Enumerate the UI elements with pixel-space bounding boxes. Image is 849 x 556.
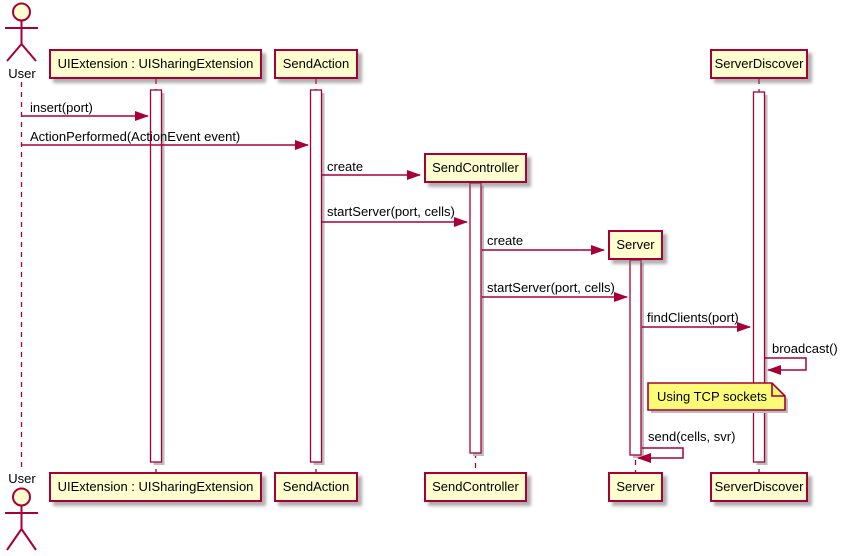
participant-box-serverdiscover-bottom: ServerDiscover	[710, 472, 808, 502]
participant-box-server-created: Server	[608, 230, 663, 260]
participant-box-uiextension-top: UIExtension : UISharingExtension	[49, 49, 262, 79]
participant-box-sendcontroller-created: SendController	[424, 153, 527, 183]
note-text: Using TCP sockets	[657, 389, 768, 404]
actor-user-top-label: User	[8, 66, 36, 81]
activation-sendcontroller	[469, 182, 482, 454]
message-label-startserver-1: startServer(port, cells)	[327, 204, 455, 219]
participant-label: UIExtension : UISharingExtension	[57, 56, 254, 71]
actor-user-bottom-label: User	[8, 471, 36, 486]
participant-box-sendaction-bottom: SendAction	[274, 472, 358, 502]
participant-label: Server	[616, 479, 655, 494]
participant-box-sendaction-top: SendAction	[274, 49, 358, 79]
participant-label: ServerDiscover	[714, 56, 804, 71]
participant-label: SendAction	[282, 479, 350, 494]
message-label-startserver-2: startServer(port, cells)	[487, 280, 615, 295]
participant-box-serverdiscover-top: ServerDiscover	[710, 49, 808, 79]
participant-label: ServerDiscover	[714, 479, 804, 494]
message-label-create-server: create	[487, 233, 524, 248]
participant-label: SendController	[432, 479, 519, 494]
participant-label: Server	[616, 237, 655, 252]
participant-box-uiextension-bottom: UIExtension : UISharingExtension	[49, 472, 262, 502]
arrow-broadcast-self	[765, 357, 807, 375]
message-label-actionperformed: ActionPerformed(ActionEvent event)	[30, 129, 241, 144]
activation-bars	[149, 89, 766, 463]
activation-sendaction	[309, 89, 323, 463]
message-label-send: send(cells, svr)	[648, 429, 736, 444]
message-label-create-sendcontroller: create	[327, 159, 364, 174]
arrow-send-self	[637, 447, 684, 463]
message-label-findclients: findClients(port)	[647, 310, 739, 325]
participant-box-sendcontroller-bottom: SendController	[424, 472, 527, 502]
note-shape	[647, 382, 788, 413]
participant-label: SendAction	[282, 56, 350, 71]
participant-label: SendController	[432, 160, 519, 175]
participant-box-server-bottom: Server	[608, 472, 663, 502]
message-arrows	[21, 111, 807, 463]
activation-uiextension	[149, 89, 163, 463]
message-label-broadcast: broadcast()	[772, 341, 838, 356]
activation-server	[629, 259, 642, 456]
actor-user-bottom-icon	[5, 487, 38, 551]
actor-user-top-icon	[5, 2, 38, 62]
message-label-insert-port: insert(port)	[30, 100, 93, 115]
participant-label: UIExtension : UISharingExtension	[57, 479, 254, 494]
activation-serverdiscover	[752, 91, 766, 463]
